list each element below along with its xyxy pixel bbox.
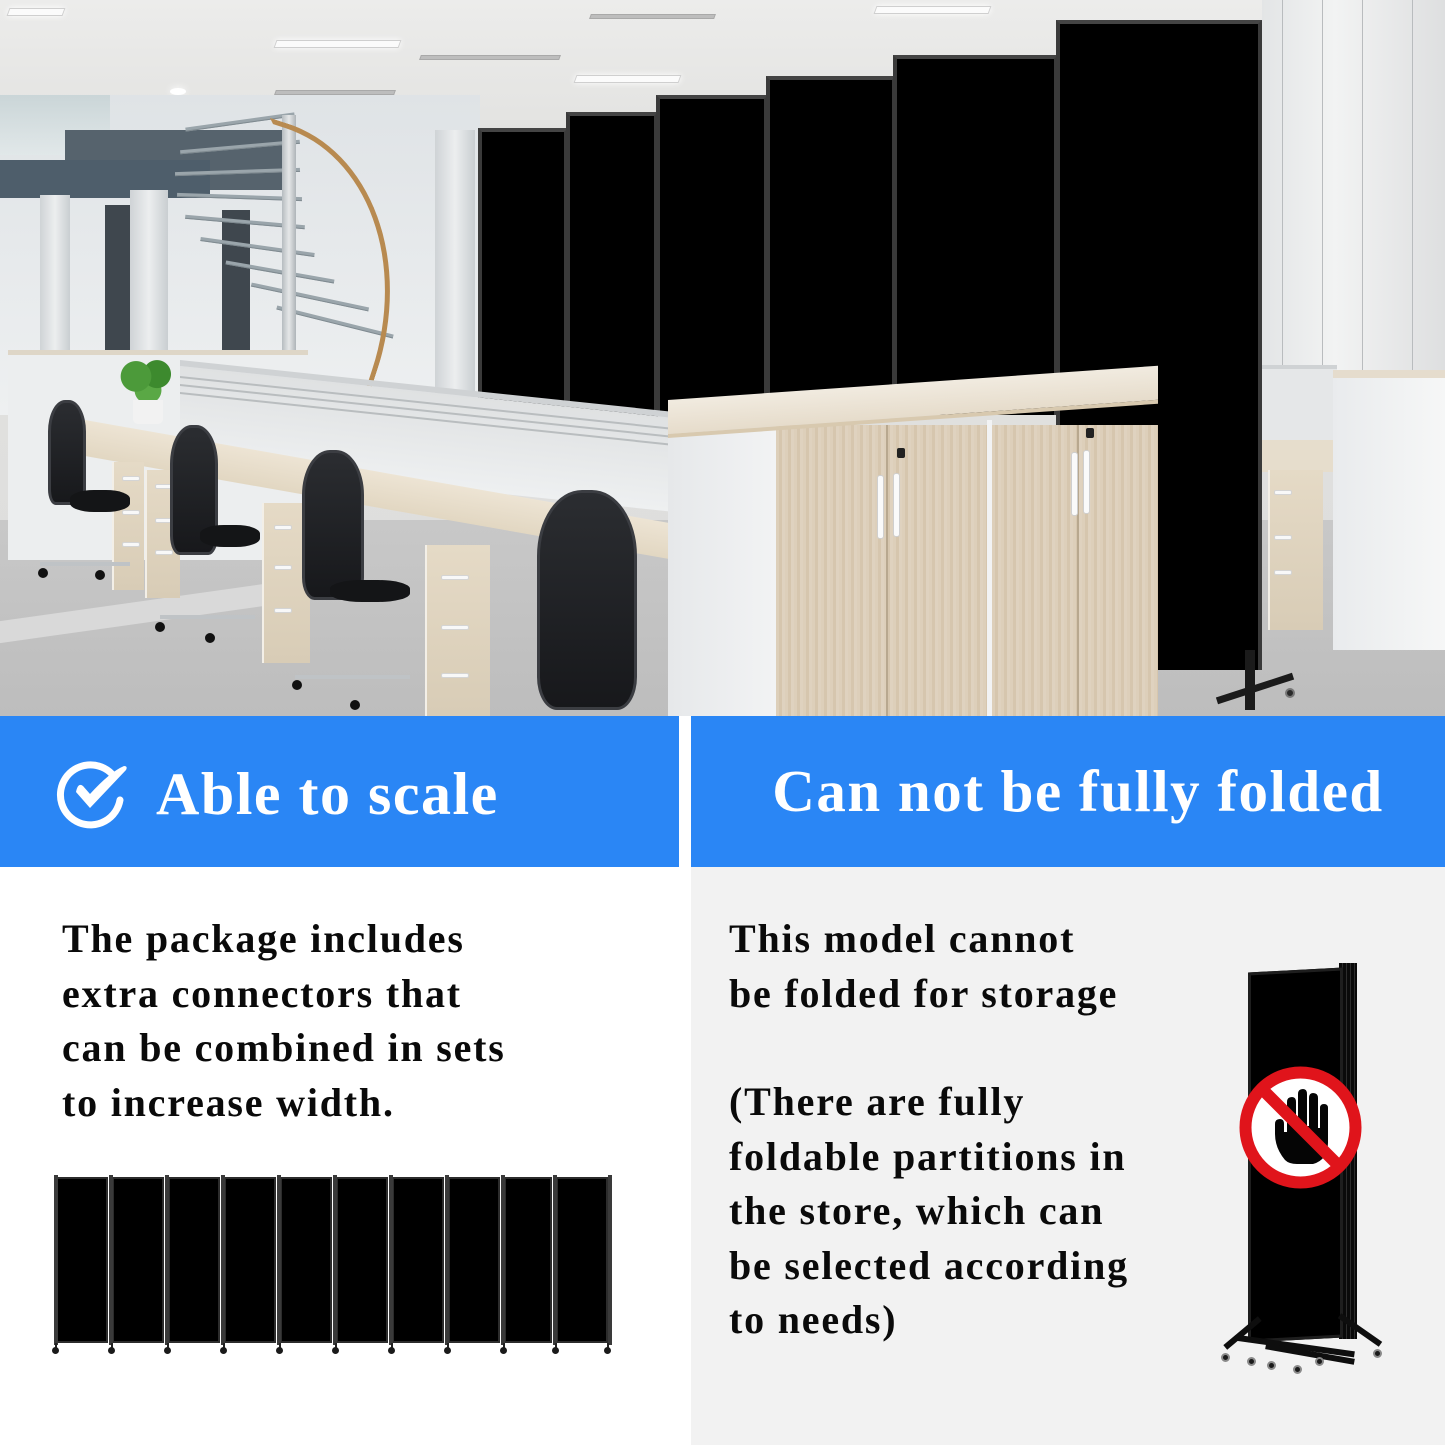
office-chair (48, 400, 86, 505)
downlight (170, 88, 186, 95)
chair-base (40, 562, 130, 566)
far-drawer-pedestal (1268, 470, 1323, 630)
cabinet-divider (987, 420, 992, 716)
doorway (105, 205, 130, 350)
banner-not-foldable: Can not be fully folded (691, 716, 1445, 867)
divider-panel (478, 128, 568, 428)
cabinet-handle (893, 473, 900, 537)
ceiling-vent (419, 55, 561, 60)
office-chair (302, 450, 364, 600)
far-cubicle-screen (1262, 365, 1337, 440)
chair-seat (70, 490, 130, 512)
cabinet-handle (877, 475, 884, 539)
cabinet-handle (1083, 450, 1090, 514)
ceiling-vent (589, 14, 716, 19)
cabinet-front (776, 425, 1158, 716)
fold-note: (There are fully foldable partitions in … (729, 1079, 1129, 1342)
cabinet-door-gap (886, 425, 888, 716)
banner-gap (679, 716, 691, 867)
caster-wheel (1285, 688, 1295, 698)
cabinet-door-gap (1077, 425, 1079, 716)
far-cabinet (1333, 370, 1445, 650)
chair-wheel (38, 568, 48, 578)
divider-panel (656, 95, 768, 415)
column (435, 130, 475, 410)
stair-post (282, 115, 296, 355)
chair-base (160, 615, 255, 619)
chair-wheel (205, 633, 215, 643)
left-info-panel (0, 867, 691, 1445)
mezzanine (0, 160, 210, 198)
office-chair (537, 490, 637, 710)
doorway (222, 210, 250, 350)
divider-panel (893, 55, 1058, 415)
banner-title: Can not be fully folded (772, 758, 1384, 824)
banner-able-to-scale: Able to scale (0, 716, 679, 867)
chair-base (295, 675, 410, 679)
chair-wheel (350, 700, 360, 710)
cabinet-side (668, 430, 776, 716)
banner-title: Able to scale (156, 760, 499, 827)
chair-wheel (95, 570, 105, 580)
ceiling-light (573, 75, 682, 83)
ceiling-light (273, 40, 402, 48)
multi-panel-partition-image (52, 1175, 612, 1360)
office-scene-photo (0, 0, 1445, 716)
scale-description: The package includes extra connectors th… (62, 916, 506, 1125)
ceiling-light (6, 8, 66, 16)
chair-seat (330, 580, 410, 602)
divider-panel (566, 112, 658, 422)
cabinet-handle (1071, 452, 1078, 516)
prohibited-hand-icon (1239, 1066, 1362, 1189)
plant-pot (133, 400, 163, 424)
chair-wheel (155, 622, 165, 632)
check-circle-icon (56, 760, 127, 828)
divider-panel (766, 76, 896, 416)
divider-leg (1245, 650, 1255, 710)
potted-plant (118, 358, 178, 404)
ceiling-light (873, 6, 992, 14)
lock-icon (897, 448, 905, 458)
drawer-pedestal (425, 545, 490, 716)
right-wall (1262, 0, 1445, 370)
drawer-pedestal (112, 462, 144, 590)
chair-wheel (292, 680, 302, 690)
chair-seat (200, 525, 260, 547)
far-desk (1262, 440, 1342, 472)
fold-description: This model cannot be folded for storage (729, 916, 1119, 1016)
lock-icon (1086, 428, 1094, 438)
